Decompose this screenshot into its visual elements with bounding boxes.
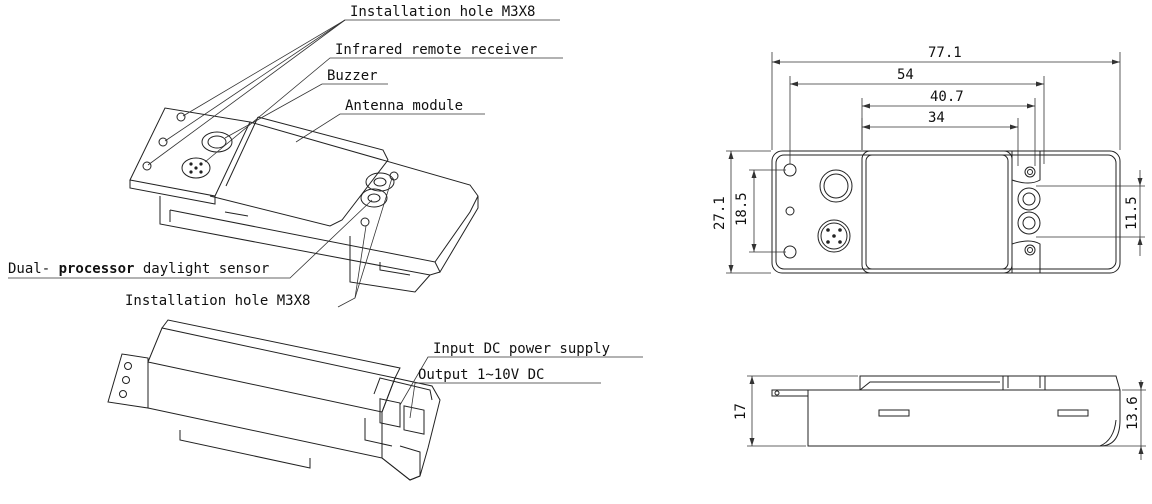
dim-overall-width: 77.1 xyxy=(928,45,962,61)
dim-hole-pitch: 18.5 xyxy=(734,192,750,226)
label-install-hole-bottom: Installation hole M3X8 xyxy=(125,293,310,309)
label-antenna-module: Antenna module xyxy=(345,98,463,114)
isometric-top-view xyxy=(129,107,479,293)
label-daylight-bold: processor xyxy=(59,261,135,277)
dim-overall-height: 27.1 xyxy=(712,196,728,230)
callout-leaders-bottom xyxy=(399,356,643,419)
callout-leaders-top xyxy=(8,19,563,308)
label-input-dc: Input DC power supply xyxy=(433,341,610,357)
label-daylight-prefix: Dual- xyxy=(8,261,59,277)
dim-inner-spacing: 34 xyxy=(928,110,945,126)
label-buzzer: Buzzer xyxy=(327,68,378,84)
dim-total-height: 17 xyxy=(733,403,749,420)
label-install-hole-top: Installation hole M3X8 xyxy=(350,4,535,20)
side-view xyxy=(771,375,1121,447)
label-ir-receiver: Infrared remote receiver xyxy=(335,42,537,58)
side-dimension-lines xyxy=(747,375,1146,460)
plan-dimension-lines xyxy=(726,52,1145,274)
label-daylight-sensor: Dual- processor daylight sensor xyxy=(8,261,269,277)
plan-view xyxy=(771,150,1121,274)
dim-sensor-pitch: 11.5 xyxy=(1124,196,1140,230)
label-daylight-suffix: daylight sensor xyxy=(134,261,269,277)
dim-inner-width: 40.7 xyxy=(930,89,964,105)
isometric-bottom-view xyxy=(107,319,441,481)
dim-hole-spacing: 54 xyxy=(897,67,914,83)
label-output-dc: Output 1~10V DC xyxy=(418,367,544,383)
dim-body-height: 13.6 xyxy=(1125,396,1141,430)
